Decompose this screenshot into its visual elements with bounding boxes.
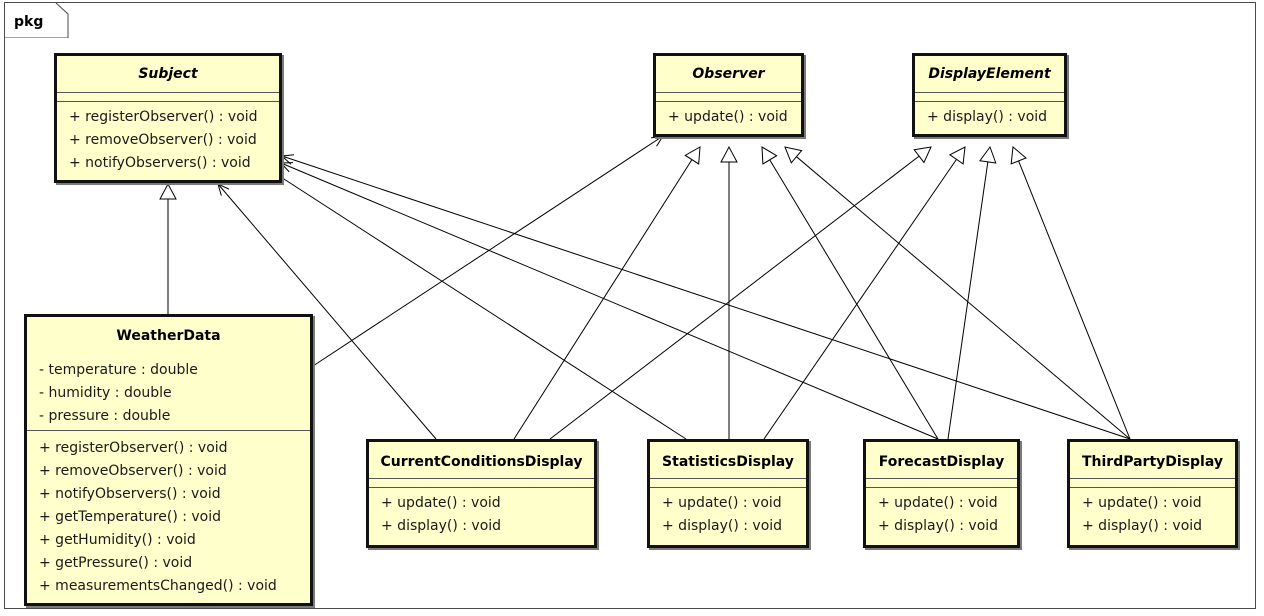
operation: + registerObserver() : void [39,440,228,456]
operation: + notifyObservers() : void [69,155,251,171]
operation: + update() : void [662,495,782,511]
attributes-compartment [866,478,1017,487]
operation: + display() : void [878,518,999,534]
realization-edge [761,146,939,440]
attributes-compartment [1070,478,1235,487]
operation: + getHumidity() : void [39,532,196,548]
attributes-compartment [656,92,801,101]
class-name: ForecastDisplay [878,454,1005,470]
realization-edge [513,146,701,440]
class-weather-data[interactable]: WeatherData - temperature : double - hum… [24,314,313,606]
operation: + update() : void [1082,495,1202,511]
operation: + update() : void [381,495,501,511]
class-third-party-display[interactable]: ThirdPartyDisplay + update() : void + di… [1067,439,1238,548]
class-statistics-display[interactable]: StatisticsDisplay + update() : void + di… [647,439,809,548]
operation: + getTemperature() : void [39,509,222,525]
operation: + display() : void [662,518,783,534]
operation: + registerObserver() : void [69,109,258,125]
class-name: Subject [138,66,198,82]
operation: + getPressure() : void [39,555,193,571]
class-name: ThirdPartyDisplay [1081,454,1223,470]
class-name: Observer [692,66,765,82]
class-name: WeatherData [116,328,221,344]
operation: + display() : void [1082,518,1203,534]
operations-compartment: + update() : void [656,101,801,129]
realization-edge [763,146,966,440]
realization-edge [549,146,932,440]
class-current-conditions-display[interactable]: CurrentConditionsDisplay + update() : vo… [366,439,597,548]
operation: + display() : void [381,518,502,534]
association-edge [217,183,437,440]
operations-compartment: + update() : void + display() : void [650,487,806,538]
class-display-element[interactable]: DisplayElement + display() : void [912,53,1067,137]
generalization-edge [159,182,177,314]
realization-edge [947,145,997,440]
operations-compartment: + update() : void + display() : void [1070,487,1235,538]
package-label: pkg [14,14,44,30]
association-edge [312,135,665,367]
operation: + notifyObservers() : void [39,486,221,502]
operations-compartment: + display() : void [915,101,1064,129]
association-edge [280,154,1131,440]
realization-edge [720,145,738,439]
class-observer[interactable]: Observer + update() : void [653,53,804,137]
operations-compartment: + update() : void + display() : void [866,487,1017,538]
operation: + display() : void [927,109,1048,125]
operation: + update() : void [878,495,998,511]
attribute: - temperature : double [39,362,198,378]
association-edge [279,162,939,440]
attributes-compartment [369,478,594,487]
package-frame [4,2,1256,609]
class-name: CurrentConditionsDisplay [380,454,583,470]
operation: + removeObserver() : void [39,463,227,479]
realization-edge [1010,146,1131,440]
package-tab [5,2,69,38]
operation: + update() : void [668,109,788,125]
operations-compartment: + registerObserver() : void + removeObse… [27,430,310,598]
attributes-compartment [650,478,806,487]
class-name: StatisticsDisplay [662,454,794,470]
class-subject[interactable]: Subject + registerObserver() : void + re… [54,53,282,183]
attributes-compartment [915,92,1064,101]
operations-compartment: + registerObserver() : void + removeObse… [57,101,279,175]
attribute: - humidity : double [39,385,172,401]
realization-edge [784,146,1131,440]
attributes-compartment: - temperature : double - humidity : doub… [27,353,310,430]
operations-compartment: + update() : void + display() : void [369,487,594,538]
association-edge [268,169,687,440]
attributes-compartment [57,92,279,101]
class-forecast-display[interactable]: ForecastDisplay + update() : void + disp… [863,439,1020,548]
operation: + measurementsChanged() : void [39,578,277,594]
class-name: DisplayElement [928,66,1051,82]
attribute: - pressure : double [39,408,171,424]
operation: + removeObserver() : void [69,132,257,148]
